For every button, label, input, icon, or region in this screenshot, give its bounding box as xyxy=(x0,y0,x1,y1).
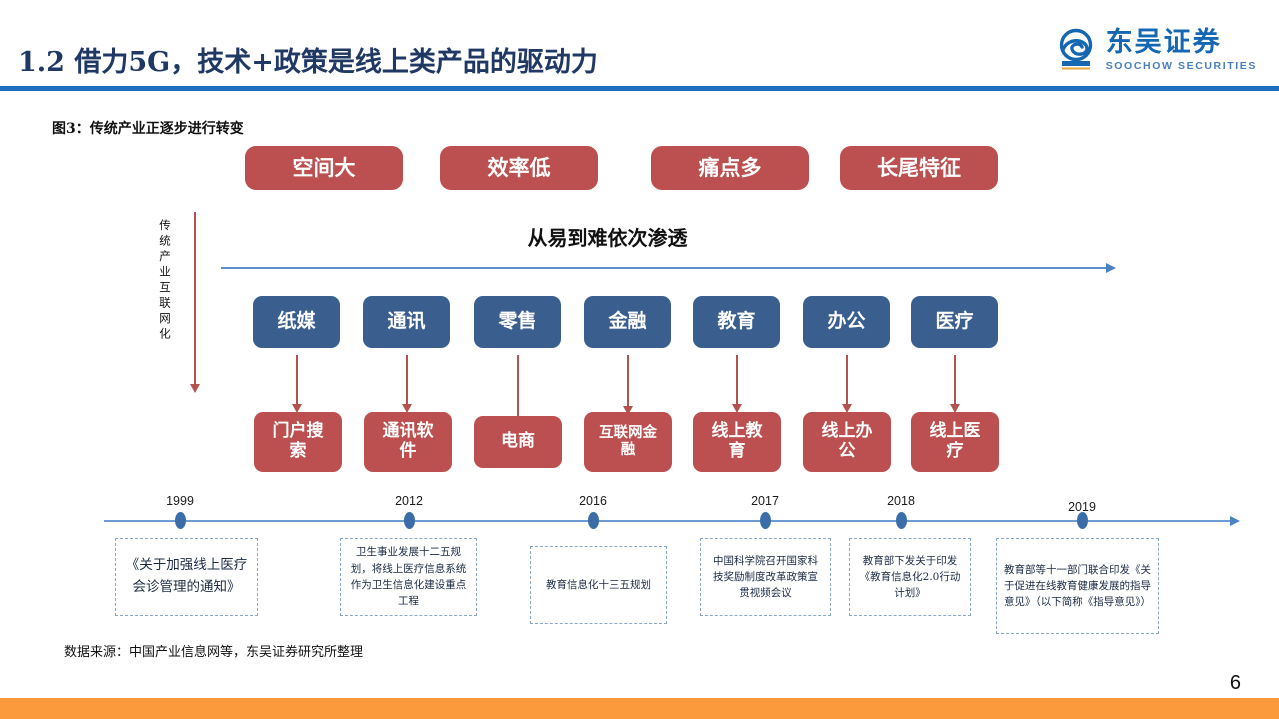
timeline-marker-dot xyxy=(1077,512,1088,529)
timeline-marker-dot xyxy=(588,512,599,529)
logo-english-name: SOOCHOW SECURITIES xyxy=(1105,59,1257,72)
top-tag-box: 痛点多 xyxy=(651,146,809,190)
industry-box: 教育 xyxy=(693,296,780,348)
soochow-securities-logo-icon xyxy=(1054,28,1098,72)
industry-box: 金融 xyxy=(584,296,671,348)
data-source-note: 数据来源：中国产业信息网等，东吴证券研究所整理 xyxy=(64,645,364,660)
connector-arrow-icon xyxy=(732,355,741,413)
industry-box: 医疗 xyxy=(911,296,998,348)
policy-note-box: 教育部下发关于印发《教育信息化2.0行动计划》 xyxy=(849,538,971,616)
logo-chinese-name: 东吴证券 xyxy=(1105,26,1222,58)
title-underline-rule xyxy=(0,86,1279,91)
connector-arrow-icon xyxy=(842,355,851,413)
penetration-right-arrow-icon xyxy=(221,263,1116,273)
timeline-marker-dot xyxy=(760,512,771,529)
timeline-year-label: 2012 xyxy=(395,494,423,508)
timeline-year-label: 2017 xyxy=(751,494,779,508)
outcome-box: 互联网金融 xyxy=(584,412,672,472)
top-tag-box: 效率低 xyxy=(440,146,598,190)
policy-note-box: 教育信息化十三五规划 xyxy=(530,546,667,624)
connector-arrow-icon xyxy=(950,355,959,413)
timeline-year-label: 2019 xyxy=(1068,500,1096,514)
timeline-marker-dot xyxy=(404,512,415,529)
connector-arrow-icon xyxy=(513,355,522,425)
policy-note-box: 《关于加强线上医疗会诊管理的通知》 xyxy=(115,538,258,616)
top-tag-box: 空间大 xyxy=(245,146,403,190)
policy-note-box: 中国科学院召开国家科技奖励制度改革政策宣贯视频会议 xyxy=(700,538,831,616)
timeline-year-label: 2016 xyxy=(579,494,607,508)
industry-box: 办公 xyxy=(803,296,890,348)
industry-box: 零售 xyxy=(474,296,561,348)
outcome-box: 线上教育 xyxy=(693,412,781,472)
outcome-box: 线上办公 xyxy=(803,412,891,472)
page-number: 6 xyxy=(1229,672,1241,694)
industry-box: 纸媒 xyxy=(253,296,340,348)
vertical-axis-label: 传统产业互联网化 xyxy=(158,219,172,343)
logo-text-block: 东吴证券 SOOCHOW SECURITIES xyxy=(1106,29,1257,72)
industry-box: 通讯 xyxy=(363,296,450,348)
connector-arrow-icon xyxy=(292,355,301,413)
outcome-box: 门户搜索 xyxy=(254,412,342,472)
figure-caption: 图3：传统产业正逐步进行转变 xyxy=(52,121,244,137)
brand-logo: 东吴证券 SOOCHOW SECURITIES xyxy=(1054,28,1257,72)
page-title: 1.2 借力5G，技术+政策是线上类产品的驱动力 xyxy=(18,47,598,78)
outcome-box: 线上医疗 xyxy=(911,412,999,472)
timeline-year-label: 1999 xyxy=(166,494,194,508)
outcome-box: 通讯软件 xyxy=(364,412,452,472)
outcome-box: 电商 xyxy=(474,416,562,468)
penetration-direction-label: 从易到难依次渗透 xyxy=(527,226,688,250)
vertical-down-arrow-icon xyxy=(190,212,199,393)
timeline-marker-dot xyxy=(896,512,907,529)
connector-arrow-icon xyxy=(402,355,411,413)
timeline-axis-arrow-icon xyxy=(104,515,1240,527)
top-tag-box: 长尾特征 xyxy=(840,146,998,190)
timeline-marker-dot xyxy=(175,512,186,529)
policy-note-box: 教育部等十一部门联合印发《关于促进在线教育健康发展的指导意见》（以下简称《指导意… xyxy=(996,538,1159,634)
policy-note-box: 卫生事业发展十二五规划，将线上医疗信息系统作为卫生信息化建设重点工程 xyxy=(340,538,477,616)
connector-arrow-icon xyxy=(623,355,632,415)
timeline-year-label: 2018 xyxy=(887,494,915,508)
footer-accent-bar xyxy=(0,698,1279,719)
